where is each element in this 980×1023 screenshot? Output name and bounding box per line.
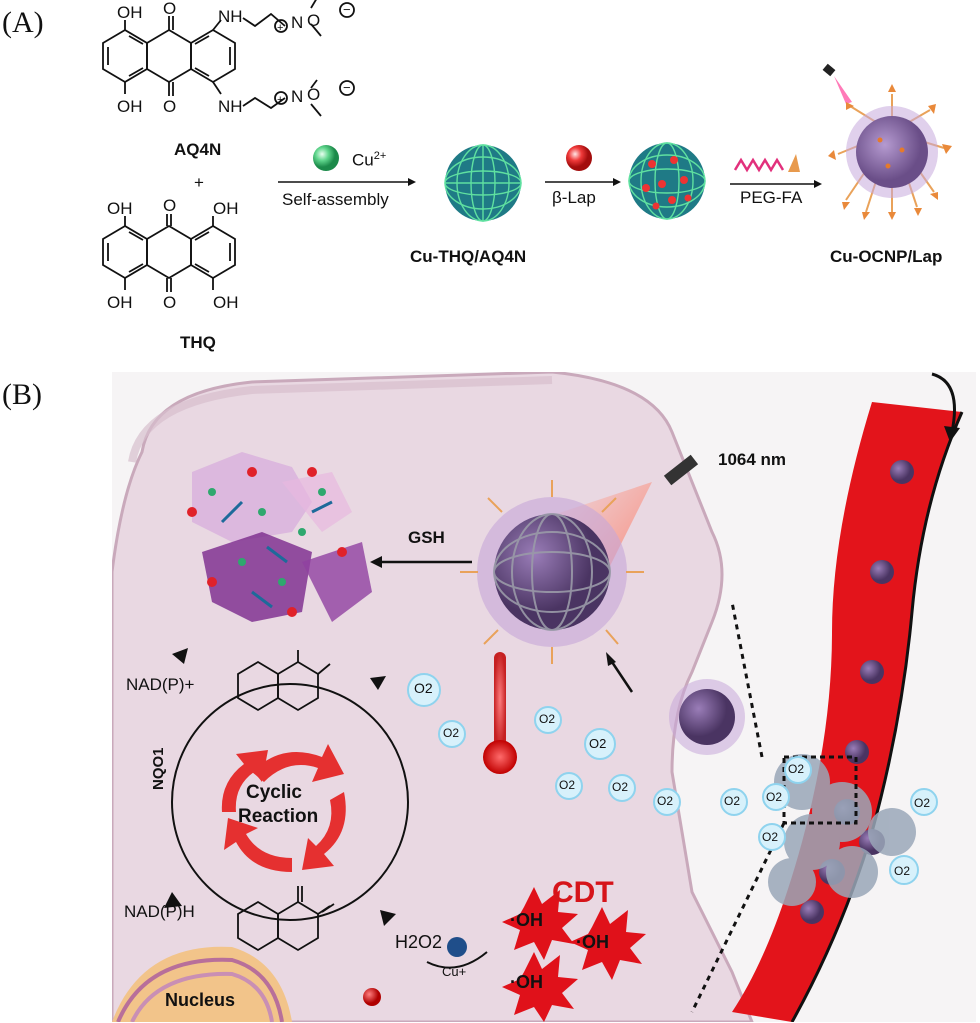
aq4n-structure: OH O O OH NH NH N O N O + + − − xyxy=(102,0,355,117)
beta-lap-arrow xyxy=(545,145,621,186)
svg-text:O: O xyxy=(163,0,176,18)
thq-structure: OH O OH OH O OH xyxy=(102,198,239,312)
o2-label: O2 xyxy=(762,830,779,844)
oh-radical-1: ·OH xyxy=(510,910,543,930)
product2-label: Cu-OCNP/Lap xyxy=(830,247,943,266)
h2o2-label: H2O2 xyxy=(395,932,443,952)
o2-label: O2 xyxy=(612,780,629,794)
svg-text:+: + xyxy=(277,94,283,106)
self-assembly-label: Self-assembly xyxy=(282,190,389,209)
svg-text:OH: OH xyxy=(117,97,143,116)
svg-text:NH: NH xyxy=(218,7,243,26)
plus-sign: + xyxy=(194,173,204,192)
cu-ocnp-lap-nanoparticle xyxy=(822,63,952,220)
product1-label: Cu-THQ/AQ4N xyxy=(410,247,527,266)
oh-radical-2: ·OH xyxy=(576,932,609,952)
svg-text:OH: OH xyxy=(107,293,133,312)
svg-text:NH: NH xyxy=(218,97,243,116)
cycle-label-2: Reaction xyxy=(238,806,319,827)
oh-radical-3: ·OH xyxy=(510,972,543,992)
peg-fa-arrow xyxy=(730,154,822,188)
beta-lap-label: β-Lap xyxy=(552,188,596,207)
svg-text:OH: OH xyxy=(107,199,133,218)
o2-label: O2 xyxy=(443,726,460,740)
o2-label: O2 xyxy=(414,680,433,696)
svg-text:O: O xyxy=(163,293,176,312)
o2-label: O2 xyxy=(766,790,783,804)
svg-text:O: O xyxy=(163,198,176,215)
svg-text:+: + xyxy=(277,22,283,34)
svg-text:OH: OH xyxy=(117,3,143,22)
cu-plus-label: Cu+ xyxy=(442,964,467,979)
o2-label: O2 xyxy=(657,794,674,808)
nadp-plus-label: NAD(P)+ xyxy=(126,675,195,694)
o2-label: O2 xyxy=(788,762,805,776)
svg-text:OH: OH xyxy=(213,199,239,218)
svg-text:−: − xyxy=(343,2,351,17)
cu-thq-aq4n-nanoparticle xyxy=(444,144,522,222)
aq4n-label: AQ4N xyxy=(174,140,222,159)
cell-mechanism-scene xyxy=(112,372,976,1022)
peg-fa-label: PEG-FA xyxy=(740,188,803,207)
nqo1-label: NQO1 xyxy=(150,747,167,790)
svg-text:OH: OH xyxy=(213,293,239,312)
nadph-label: NAD(P)H xyxy=(124,902,195,921)
o2-label: O2 xyxy=(559,778,576,792)
o2-label: O2 xyxy=(914,796,931,810)
svg-text:O: O xyxy=(307,11,320,30)
cu2-reagent: Cu2+ xyxy=(352,150,387,170)
svg-text:O: O xyxy=(307,85,320,104)
panel-b-label: (B) xyxy=(2,378,42,411)
o2-label: O2 xyxy=(589,736,607,751)
cdt-label: CDT xyxy=(552,876,614,909)
gsh-label: GSH xyxy=(408,528,445,547)
svg-text:N: N xyxy=(291,13,303,32)
cycle-label-1: Cyclic xyxy=(246,782,302,803)
o2-label: O2 xyxy=(539,712,556,726)
svg-text:O: O xyxy=(163,97,176,116)
svg-text:N: N xyxy=(291,87,303,106)
laser-wavelength: 1064 nm xyxy=(718,450,787,469)
panel-a-label: (A) xyxy=(2,6,44,39)
o2-label: O2 xyxy=(724,794,741,808)
thq-label: THQ xyxy=(180,333,216,352)
o2-label: O2 xyxy=(894,864,911,878)
nucleus-label: Nucleus xyxy=(165,990,236,1010)
self-assembly-arrow xyxy=(278,145,416,186)
lap-loaded-nanoparticle xyxy=(628,142,706,220)
svg-text:−: − xyxy=(343,80,351,95)
